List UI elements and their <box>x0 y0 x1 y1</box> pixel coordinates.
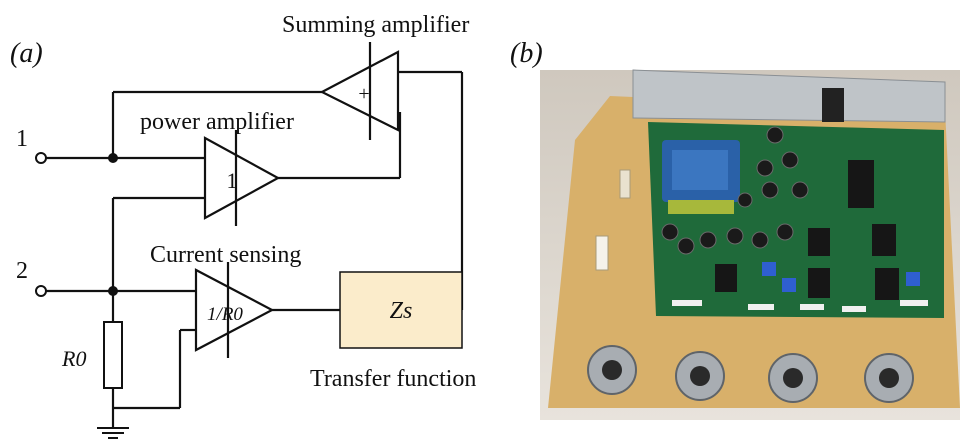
terminal-2-label: 2 <box>16 258 28 284</box>
node-1 <box>108 153 118 163</box>
sensing-gain: 1/R0 <box>207 304 243 325</box>
panel-b-label: (b) <box>510 38 543 69</box>
summing-amplifier <box>319 42 400 140</box>
zs-block <box>339 271 463 349</box>
current-sensing-amplifier <box>194 262 275 358</box>
panel-a-schematic <box>45 70 464 428</box>
ground-icon <box>97 427 129 439</box>
power-amplifier <box>203 130 281 226</box>
power-amplifier-label: power amplifier <box>140 109 294 135</box>
resistor-r0 <box>103 321 123 389</box>
board-photo <box>540 69 960 420</box>
transfer-function-label: Transfer function <box>310 366 476 392</box>
regulator <box>822 88 844 122</box>
summing-sign: + <box>358 83 369 105</box>
zs-label: Zs <box>390 298 413 324</box>
ic-chips <box>715 160 899 300</box>
summing-amplifier-label: Summing amplifier <box>282 12 469 38</box>
posts <box>595 169 631 271</box>
heatsink <box>632 69 946 123</box>
terminal-1-label: 1 <box>16 126 28 152</box>
current-sensing-label: Current sensing <box>150 242 301 268</box>
resistor-label: R0 <box>61 346 86 371</box>
capacitors <box>661 126 809 255</box>
bnc-connectors <box>587 345 914 403</box>
node-2 <box>108 286 118 296</box>
power-gain: 1 <box>227 168 238 193</box>
pcb-labels <box>672 300 928 312</box>
panel-a-label: (a) <box>10 38 43 69</box>
terminal-1-circle <box>35 152 47 164</box>
terminal-2-circle <box>35 285 47 297</box>
trimmers <box>762 262 920 292</box>
